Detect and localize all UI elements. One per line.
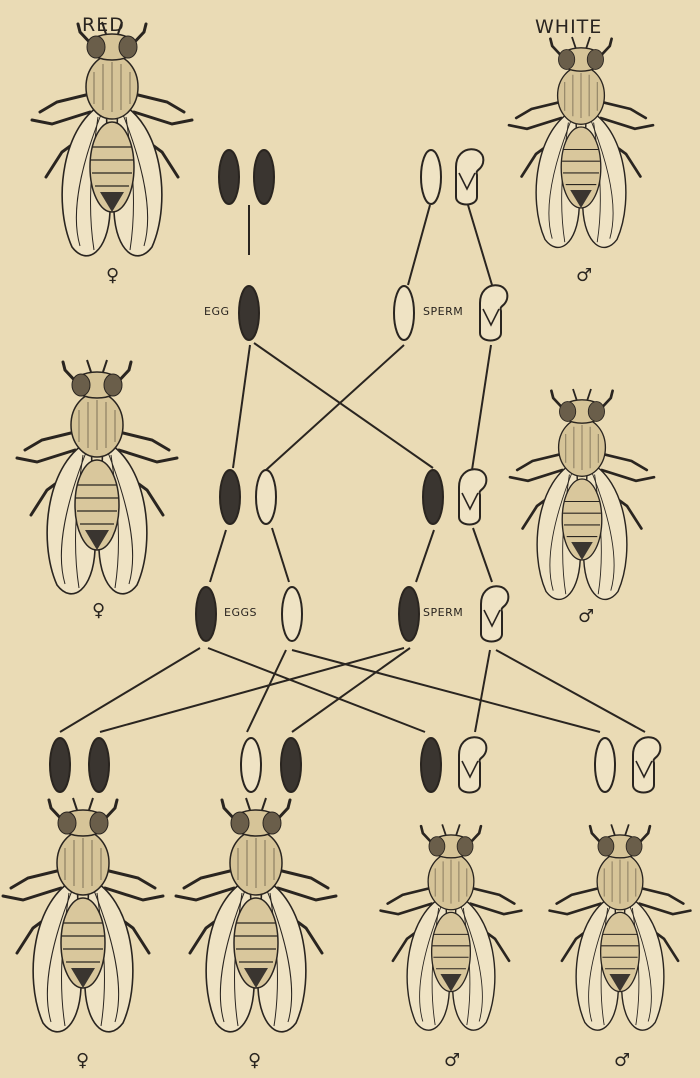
p-female-chromosome-1 [219,150,239,204]
f1-male-y-chromosome [459,469,486,524]
sperm-x-chromosome [394,286,414,340]
f2-male-fly-1 [381,824,522,1030]
white-male-fly-p [509,37,653,247]
label-egg: EGG [204,305,230,318]
f2-pair1-chromosome-a [50,738,70,792]
label-sperm-f1: SPERM [423,606,463,619]
heading-red: RED [82,14,125,36]
label-sperm: SPERM [423,305,463,318]
f2-pair4-y-chromosome [633,737,660,792]
sperm-dark-chromosome [399,587,419,641]
f1-female-light-chromosome [256,470,276,524]
sperm-y-chromosome-f1 [481,586,508,641]
male-symbol-f1: ♂ [578,606,595,627]
f2-pair2-chromosome-b [281,738,301,792]
male-symbol-f2-2: ♂ [614,1050,631,1071]
f2-pair1-chromosome-b [89,738,109,792]
f1-male-dark-chromosome [423,470,443,524]
f2-pair2-chromosome-a [241,738,261,792]
f2-pair3-chromosome-a [421,738,441,792]
f2-male-fly-2 [550,824,691,1030]
f2-female-fly-1 [3,798,163,1032]
egg-chromosome [239,286,259,340]
sperm-y-chromosome [480,285,507,340]
p-female-chromosome-2 [254,150,274,204]
male-symbol-f2-1: ♂ [444,1050,461,1071]
red-male-fly-f1 [510,389,654,599]
p-male-y-chromosome [456,149,483,204]
red-female-fly-f1 [17,360,177,594]
p-male-x-chromosome [421,150,441,204]
egg-light-chromosome [282,587,302,641]
female-symbol-f2-1: ♀ [76,1050,90,1071]
connecting-lines [60,205,645,732]
f2-pair3-y-chromosome [459,737,486,792]
female-symbol-f1: ♀ [92,600,106,621]
egg-dark-chromosome [196,587,216,641]
female-symbol-p: ♀ [106,265,120,286]
f2-female-fly-2 [176,798,336,1032]
f2-pair4-chromosome-a [595,738,615,792]
label-eggs: EGGS [224,606,257,619]
f1-female-dark-chromosome [220,470,240,524]
heading-white: WHITE [535,16,602,38]
male-symbol-p: ♂ [576,265,593,286]
red-female-fly-p [32,22,192,256]
female-symbol-f2-2: ♀ [248,1050,262,1071]
